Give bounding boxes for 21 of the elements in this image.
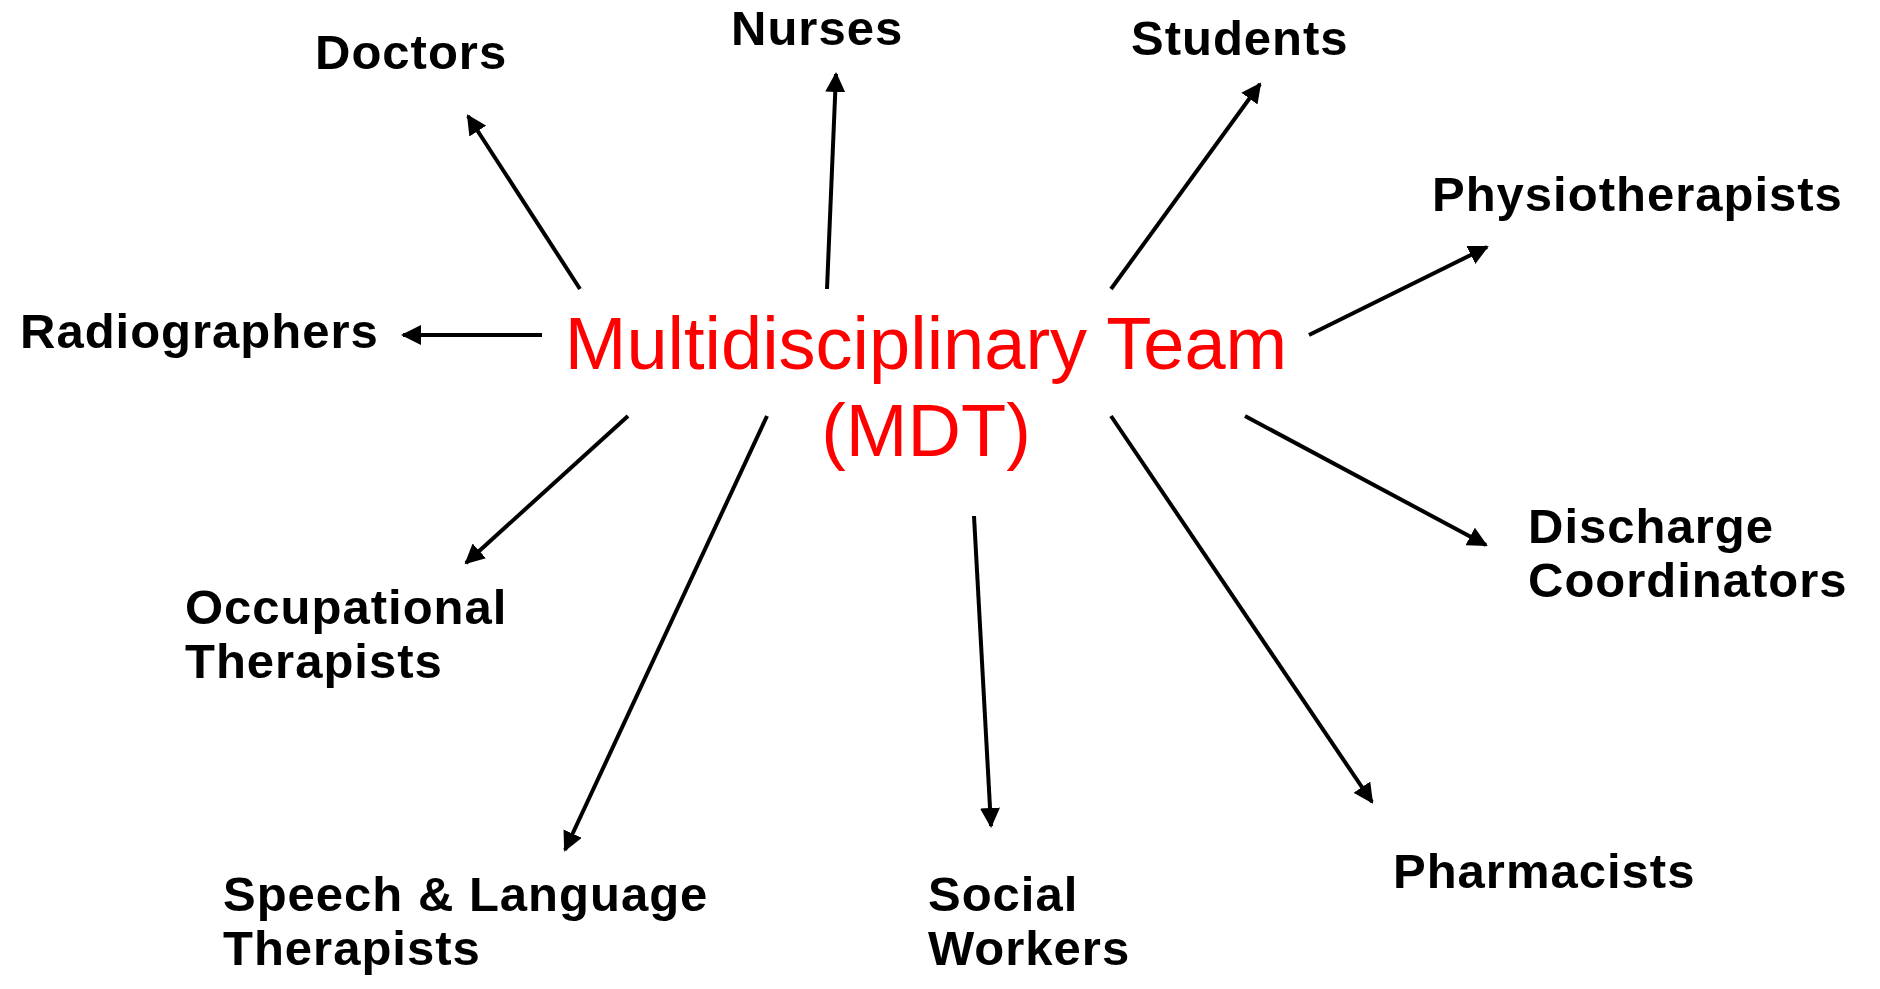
role-label: Physiotherapists bbox=[1432, 168, 1843, 222]
role-label: Occupational Therapists bbox=[185, 581, 545, 689]
role-label: Pharmacists bbox=[1393, 845, 1696, 899]
role-label: Students bbox=[1131, 12, 1349, 66]
role-label: Discharge Coordinators bbox=[1528, 500, 1878, 608]
role-label: Doctors bbox=[315, 26, 508, 80]
arrow bbox=[466, 114, 582, 291]
role-label: Speech & Language Therapists bbox=[223, 868, 783, 976]
role-label: Nurses bbox=[731, 2, 904, 56]
arrow bbox=[401, 325, 542, 345]
arrow bbox=[1244, 414, 1488, 547]
arrow bbox=[1109, 82, 1262, 291]
arrow bbox=[1109, 414, 1374, 804]
arrow bbox=[464, 414, 630, 565]
role-label: Radiographers bbox=[20, 305, 379, 359]
arrow bbox=[825, 72, 846, 290]
arrow bbox=[1308, 245, 1489, 337]
role-label: Social Workers bbox=[928, 868, 1178, 976]
central-topic: Multidisciplinary Team (MDT) bbox=[561, 300, 1291, 475]
arrow bbox=[563, 415, 769, 852]
arrow bbox=[972, 515, 1000, 828]
